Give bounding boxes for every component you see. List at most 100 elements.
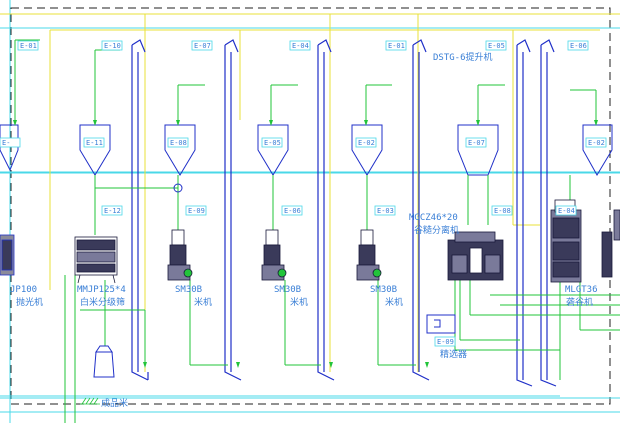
- mid-tag-5-box: [491, 205, 513, 216]
- bin-tag-1-label: E-11: [86, 139, 103, 147]
- mid-tag-2-box: [185, 205, 207, 216]
- mid-tag-6-label: E-04: [558, 207, 575, 215]
- bottom-tag-label: E-09: [437, 338, 454, 346]
- mid-tag-1-label: E-12: [104, 207, 121, 215]
- top-tag-6: E-05: [485, 40, 507, 51]
- bin-tag-2-label: E-08: [170, 139, 187, 147]
- top-tag-4: E-04: [289, 40, 311, 51]
- grader-name: 白米分级筛: [80, 296, 125, 308]
- top-tag-2-label: E-10: [104, 42, 121, 50]
- bin-tag-3-label: E-05: [264, 139, 281, 147]
- mid-tag-5: E-08: [491, 205, 513, 216]
- rice-mill-2: [261, 229, 287, 281]
- top-tag-5-box: [385, 40, 407, 51]
- top-tag-7-label: E-06: [570, 42, 587, 50]
- polisher-name: 抛光机: [16, 296, 43, 308]
- rice-mill-3: [356, 229, 382, 281]
- top-tag-5: E-01: [385, 40, 407, 51]
- bin-tag-7-label: E-: [2, 139, 10, 147]
- top-tag-5-label: E-01: [388, 42, 405, 50]
- junction-node: [173, 183, 183, 193]
- mid-tag-3-label: E-06: [284, 207, 301, 215]
- bucket-elevators: [131, 39, 557, 387]
- top-tag-1: E-01: [17, 40, 39, 51]
- yellow-flow-lines: [0, 13, 620, 372]
- bin-tag-5-box: [465, 137, 487, 148]
- mid-tag-2-label: E-09: [188, 207, 205, 215]
- top-tag-7-box: [567, 40, 589, 51]
- mid-tag-3: E-06: [281, 205, 303, 216]
- husker-name: 谷糙分离机: [414, 224, 459, 236]
- machine-labels: DSTG-6提升机 JP100 抛光机 MMJP125*4 白米分级筛 SM30…: [10, 51, 598, 409]
- polisher-machine: [0, 234, 15, 276]
- top-tag-2: E-10: [101, 40, 123, 51]
- top-tag-6-box: [485, 40, 507, 51]
- mid-tag-4: E-03: [374, 205, 396, 216]
- grader-machine: [74, 236, 118, 284]
- mill3-name: 米机: [385, 296, 403, 308]
- bin-tag-2: E-08: [167, 137, 189, 148]
- grader-code: MMJP125*4: [77, 285, 126, 295]
- mid-tag-2: E-09: [185, 205, 207, 216]
- storage-bins: [0, 124, 613, 176]
- drawing-border: [10, 7, 611, 405]
- mid-tag-1-box: [101, 205, 123, 216]
- bin-tag-4-box: [355, 137, 377, 148]
- husker-code: MGCZ46*20: [409, 213, 458, 223]
- top-tag-4-label: E-04: [292, 42, 309, 50]
- mid-tag-4-box: [374, 205, 396, 216]
- mill2-name: 米机: [290, 296, 308, 308]
- finished-rice-label: 成品米: [101, 397, 128, 409]
- finished-rice-hatch: [80, 397, 100, 405]
- bottom-tag-box: [434, 336, 456, 347]
- top-tag-3: E-07: [191, 40, 213, 51]
- selector-label: 精选器: [440, 348, 467, 360]
- huller-code: MLGT36: [565, 285, 598, 295]
- bin-tag-7-box: [0, 137, 21, 148]
- bin-tag-1: E-11: [83, 137, 105, 148]
- top-tag-4-box: [289, 40, 311, 51]
- rice-mill-1: [167, 229, 193, 281]
- bin-tag-5: E-07: [465, 137, 487, 148]
- bin-tag-3-box: [261, 137, 283, 148]
- top-tag-7: E-06: [567, 40, 589, 51]
- mid-tag-6: E-04: [555, 205, 577, 216]
- bin-tag-6-box: [585, 137, 607, 148]
- mid-tag-3-box: [281, 205, 303, 216]
- bin-tag-1-box: [83, 137, 105, 148]
- bin-tag-5-label: E-07: [468, 139, 485, 147]
- selector-machine: [426, 314, 456, 334]
- top-tag-6-label: E-05: [488, 42, 505, 50]
- bin-tag-3: E-05: [261, 137, 283, 148]
- top-tag-2-box: [101, 40, 123, 51]
- bin-tag-4: E-02: [355, 137, 377, 148]
- huller-name: 砻谷机: [566, 296, 593, 308]
- top-tag-1-label: E-01: [20, 42, 37, 50]
- mill1-name: 米机: [194, 296, 212, 308]
- paddy-separator-machine: [447, 231, 504, 281]
- mid-tag-1: E-12: [101, 205, 123, 216]
- huller-machine: [550, 199, 620, 283]
- mill1-code: SM30B: [175, 285, 202, 295]
- top-tag-1-box: [17, 40, 39, 51]
- bin-tag-4-label: E-02: [358, 139, 375, 147]
- bin-tag-7: E-: [0, 137, 21, 148]
- top-tag-3-box: [191, 40, 213, 51]
- mill3-code: SM30B: [370, 285, 397, 295]
- bottom-tag: E-09: [434, 336, 456, 347]
- mid-tag-5-label: E-08: [494, 207, 511, 215]
- mid-tag-4-label: E-03: [377, 207, 394, 215]
- bin-tag-2-box: [167, 137, 189, 148]
- elevator-label: DSTG-6提升机: [433, 51, 493, 63]
- mill2-code: SM30B: [274, 285, 301, 295]
- bin-tag-6: E-02: [585, 137, 607, 148]
- mid-tag-6-box: [555, 205, 577, 216]
- top-tag-3-label: E-07: [194, 42, 211, 50]
- flow-arrows: [13, 120, 598, 368]
- finished-rice-bag: [93, 345, 115, 378]
- polisher-code: JP100: [10, 285, 37, 295]
